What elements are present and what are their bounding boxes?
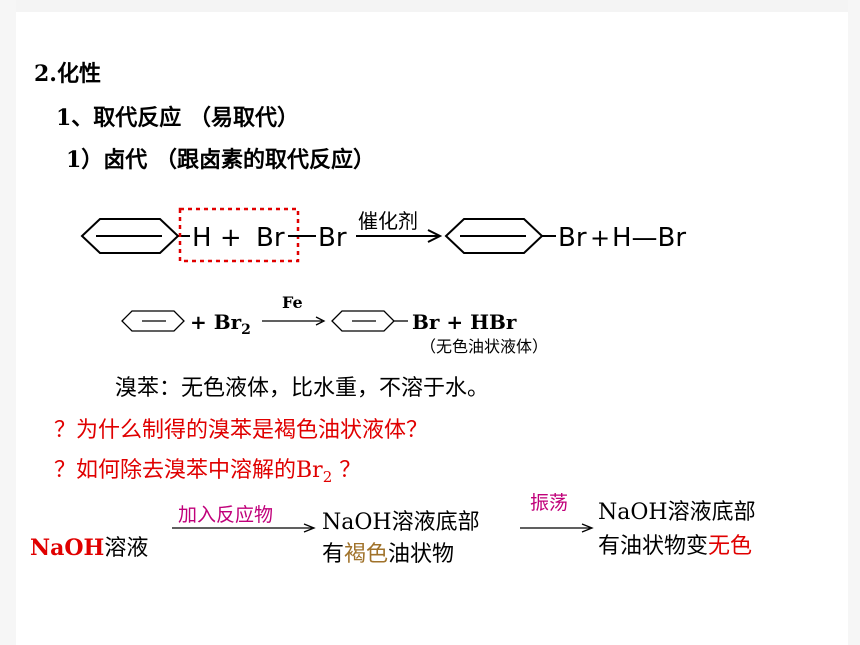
- benzene-small-icon: [121, 310, 185, 332]
- question-1: ？为什么制得的溴苯是褐色油状液体？: [54, 418, 429, 443]
- reaction2-products: Br + HBr: [412, 310, 517, 334]
- flow-end-line1: NaOH溶液底部: [598, 500, 756, 525]
- flow-start: NaOH溶液: [30, 535, 149, 561]
- reaction1-catalyst: 催化剂: [358, 209, 418, 233]
- section-heading: 2.化性: [34, 61, 101, 87]
- question-2: ？如何除去溴苯中溶解的Br2 ？: [54, 458, 362, 486]
- bromobenzene-note: 溴苯：无色液体，比水重，不溶于水。: [115, 376, 490, 401]
- reaction2-catalyst: Fe: [282, 293, 303, 312]
- subsection-heading: 1、取代反应 （易取代）: [56, 105, 299, 131]
- reaction1-left-br1: Br: [256, 223, 285, 253]
- flow-end-line2: 有油状物变无色: [598, 534, 753, 559]
- reaction2-reagent: + Br2: [190, 310, 251, 338]
- flow-mid-line1: NaOH溶液底部: [322, 510, 480, 535]
- reaction1-hbr: H—Br: [612, 223, 686, 253]
- reaction1-left-br2: Br: [318, 223, 347, 253]
- slide-right-border: [848, 0, 860, 645]
- flow-mid-line2: 有褐色油状物: [322, 542, 455, 567]
- flow-step2-label: 振荡: [530, 492, 569, 514]
- slide-left-border: [0, 0, 16, 645]
- flow-step1-label: 加入反应物: [178, 504, 274, 526]
- flow-arrows: [172, 523, 594, 533]
- reaction-1: H + Br Br 催化剂 Br + H—Br: [80, 207, 686, 263]
- sub-subsection-heading: 1）卤代 （跟卤素的取代反应）: [66, 147, 375, 173]
- reaction1-left-h: H +: [192, 223, 242, 253]
- reaction-2: + Br2 Fe Br + HBr （无色油状液体）: [121, 293, 548, 356]
- slide-top-border: [0, 0, 860, 12]
- reaction2-product-note: （无色油状液体）: [420, 337, 548, 356]
- reaction1-plus: +: [590, 224, 610, 252]
- reaction1-product-br: Br: [558, 223, 587, 253]
